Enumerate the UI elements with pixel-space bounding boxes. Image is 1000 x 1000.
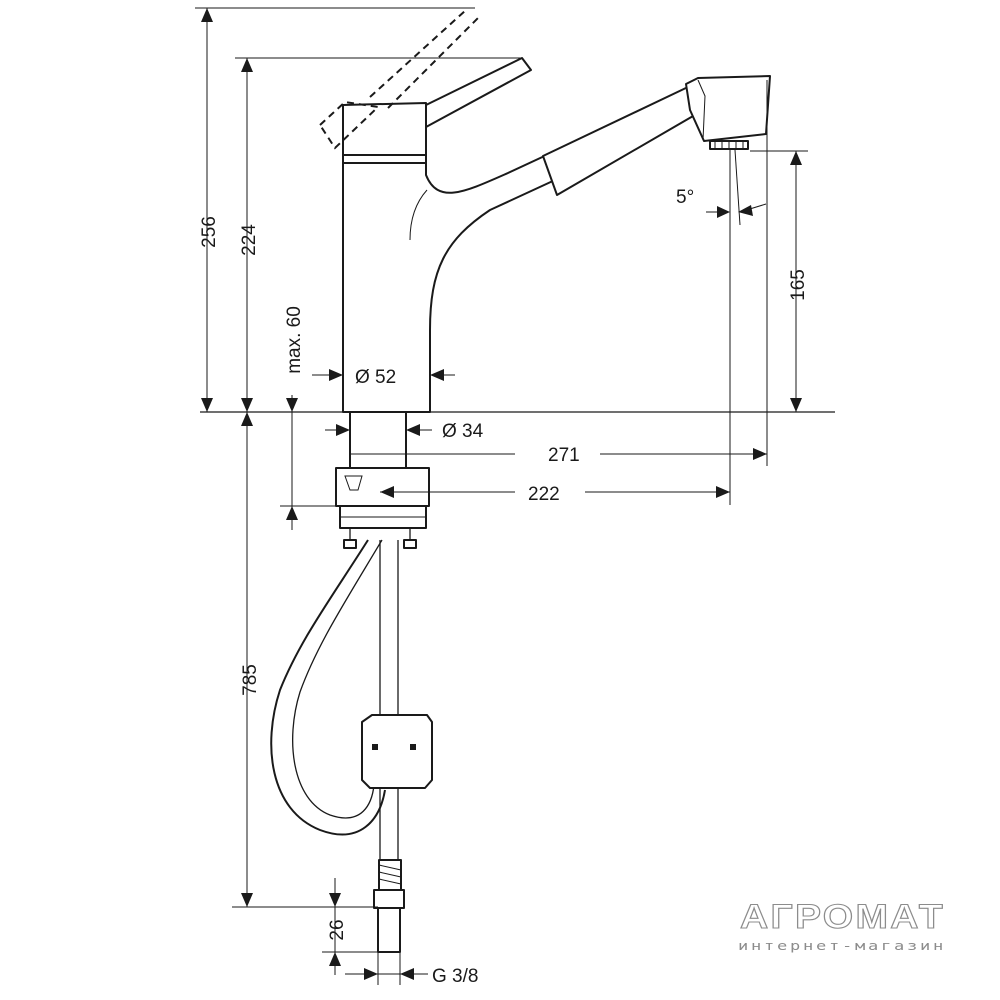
faucet-column xyxy=(342,152,556,413)
mounting-plate xyxy=(335,467,430,507)
label-reach: 222 xyxy=(528,484,560,505)
faucet-body-outline xyxy=(200,9,835,953)
watermark-brand: АГРОМАТ xyxy=(740,898,945,936)
label-hose-length: 785 xyxy=(240,664,261,696)
spray-head xyxy=(685,75,771,142)
watermark-logo: АГРОМАТ интернет-магазин xyxy=(738,897,946,953)
lever-alt-position xyxy=(318,100,381,150)
label-dia-shank: Ø 34 xyxy=(442,421,484,442)
label-spray-height: 165 xyxy=(788,269,809,301)
label-connector: 26 xyxy=(327,919,348,940)
dimension-labels: 256 224 max. 60 785 26 165 Ø 52 Ø 34 271… xyxy=(199,187,809,987)
watermark-tagline: интернет-магазин xyxy=(738,938,946,953)
pull-out-hose xyxy=(270,539,386,836)
shank xyxy=(349,411,407,469)
label-reach-max: 271 xyxy=(548,445,580,466)
dimension-lines xyxy=(195,7,808,985)
label-h-spout: 224 xyxy=(239,224,260,256)
mounting-bolts xyxy=(343,528,417,549)
hose-weight xyxy=(361,714,433,789)
label-dia-body: Ø 52 xyxy=(355,367,396,388)
lever-handle xyxy=(425,57,532,128)
spray-head-sleeve xyxy=(542,86,701,196)
label-h-total: 256 xyxy=(199,216,220,248)
label-spray-angle: 5° xyxy=(676,187,694,208)
supply-connector xyxy=(373,859,405,953)
label-thread: G 3/8 xyxy=(432,966,478,987)
label-max-deck: max. 60 xyxy=(284,306,305,374)
